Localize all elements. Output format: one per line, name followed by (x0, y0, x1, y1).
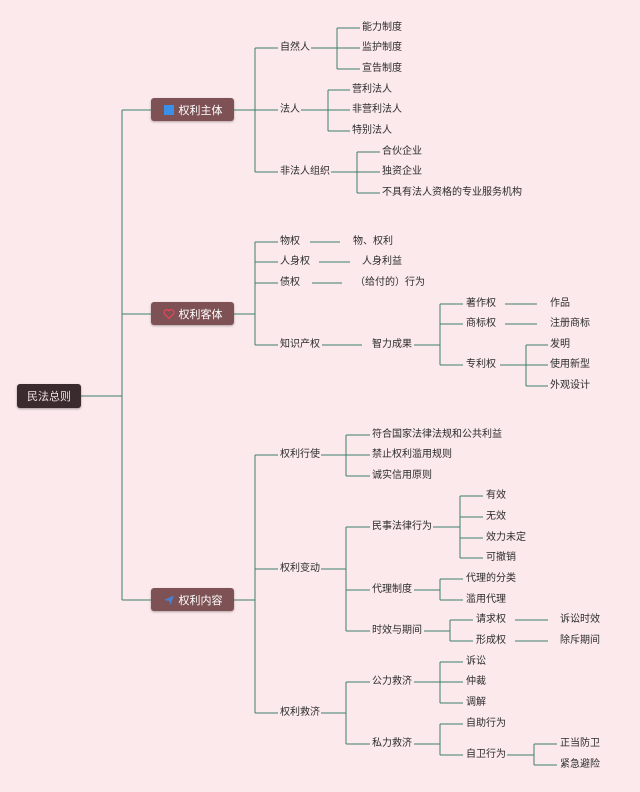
leaf-item[interactable]: 除斥期间 (560, 635, 600, 646)
node-legal-person[interactable]: 法人 (280, 104, 300, 115)
leaf-item[interactable]: 禁止权利滥用规则 (372, 449, 452, 460)
leaf-item[interactable]: 仲裁 (466, 676, 486, 687)
node-claim-right[interactable]: 请求权 (476, 614, 506, 625)
root-label: 民法总则 (27, 390, 71, 403)
leaf-item[interactable]: 物、权利 (353, 236, 393, 247)
branch-rights-object[interactable]: 权利客体 (151, 302, 234, 325)
leaf-item[interactable]: 能力制度 (362, 22, 402, 33)
leaf-item[interactable]: 正当防卫 (560, 738, 600, 749)
leaf-item[interactable]: 调解 (466, 697, 486, 708)
node-creditor-right[interactable]: 债权 (280, 277, 300, 288)
node-public-remedy[interactable]: 公力救济 (372, 676, 412, 687)
leaf-item[interactable]: 特别法人 (352, 125, 392, 136)
leaf-item[interactable]: 诚实信用原则 (372, 470, 432, 481)
node-natural-person[interactable]: 自然人 (280, 42, 310, 53)
blue-square-icon (163, 104, 175, 116)
leaf-item[interactable]: 宣告制度 (362, 63, 402, 74)
node-private-remedy[interactable]: 私力救济 (372, 738, 412, 749)
node-ip-right[interactable]: 知识产权 (280, 339, 320, 350)
leaf-item[interactable]: 诉讼时效 (560, 614, 600, 625)
leaf-item[interactable]: （给付的）行为 (355, 277, 425, 288)
node-copyright[interactable]: 著作权 (466, 298, 496, 309)
leaf-item[interactable]: 注册商标 (550, 318, 590, 329)
leaf-item[interactable]: 使用新型 (550, 359, 590, 370)
leaf-item[interactable]: 有效 (486, 490, 506, 501)
node-self-defense[interactable]: 自卫行为 (466, 749, 506, 760)
node-rights-exercise[interactable]: 权利行使 (280, 449, 320, 460)
leaf-item[interactable]: 自助行为 (466, 718, 506, 729)
node-formation-right[interactable]: 形成权 (476, 635, 506, 646)
node-patent[interactable]: 专利权 (466, 359, 496, 370)
root-node[interactable]: 民法总则 (17, 384, 81, 408)
leaf-item[interactable]: 不具有法人资格的专业服务机构 (382, 187, 522, 198)
leaf-item[interactable]: 紧急避险 (560, 759, 600, 770)
send-icon (163, 594, 175, 606)
leaf-item[interactable]: 作品 (550, 298, 570, 309)
leaf-item[interactable]: 非营利法人 (352, 104, 402, 115)
branch-rights-content[interactable]: 权利内容 (151, 588, 234, 611)
leaf-item[interactable]: 效力未定 (486, 532, 526, 543)
leaf-item[interactable]: 合伙企业 (382, 146, 422, 157)
node-personal-right[interactable]: 人身权 (280, 256, 310, 267)
leaf-item[interactable]: 代理的分类 (466, 573, 516, 584)
node-trademark[interactable]: 商标权 (466, 318, 496, 329)
leaf-item[interactable]: 符合国家法律法规和公共利益 (372, 429, 502, 440)
leaf-item[interactable]: 监护制度 (362, 42, 402, 53)
node-non-legal-org[interactable]: 非法人组织 (280, 166, 330, 177)
leaf-item[interactable]: 外观设计 (550, 380, 590, 391)
node-rights-remedy[interactable]: 权利救济 (280, 707, 320, 718)
leaf-item[interactable]: 诉讼 (466, 656, 486, 667)
branch-label: 权利客体 (178, 307, 223, 321)
branch-label: 权利内容 (178, 593, 223, 607)
node-civil-act[interactable]: 民事法律行为 (372, 521, 432, 532)
leaf-item[interactable]: 营利法人 (352, 84, 392, 95)
node-property-right[interactable]: 物权 (280, 236, 300, 247)
branch-rights-subject[interactable]: 权利主体 (151, 98, 234, 121)
node-agency[interactable]: 代理制度 (372, 584, 412, 595)
heart-icon (162, 308, 175, 320)
leaf-item[interactable]: 滥用代理 (466, 594, 506, 605)
leaf-item[interactable]: 无效 (486, 511, 506, 522)
leaf-item[interactable]: 可撤销 (486, 552, 516, 563)
node-rights-change[interactable]: 权利变动 (280, 563, 320, 574)
branch-label: 权利主体 (178, 103, 223, 117)
leaf-item[interactable]: 独资企业 (382, 166, 422, 177)
leaf-item[interactable]: 发明 (550, 339, 570, 350)
leaf-item[interactable]: 人身利益 (362, 256, 402, 267)
node-time-limit[interactable]: 时效与期间 (372, 625, 422, 636)
node-intellectual-result[interactable]: 智力成果 (372, 339, 412, 350)
